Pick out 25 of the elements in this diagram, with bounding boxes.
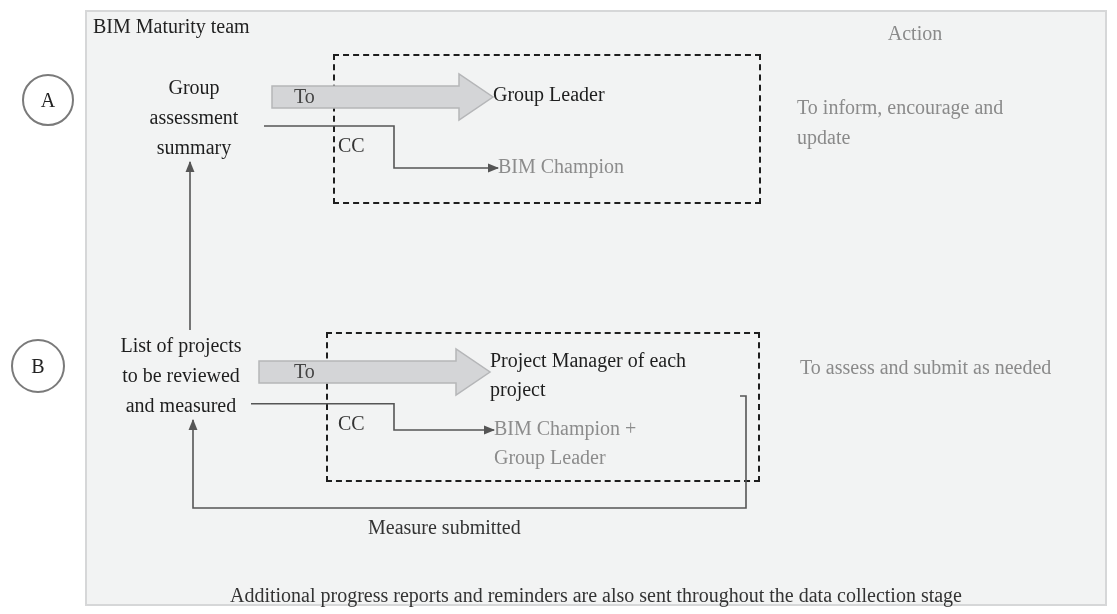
- edge-label: To: [294, 360, 315, 383]
- block-arrow: [271, 72, 495, 122]
- action-text: To inform, encourage and update: [797, 95, 1005, 151]
- connector-arrow: [263, 125, 500, 173]
- recipient-text: Group Leader: [493, 80, 643, 112]
- panel-heading: BIM Maturity team: [93, 15, 250, 38]
- column-heading: Action: [886, 21, 944, 46]
- edge-label: To: [294, 85, 315, 108]
- team-panel: [85, 10, 1107, 606]
- step-text: Group assessment summary: [124, 72, 264, 162]
- step-badge: B: [11, 339, 65, 393]
- step-text: List of projects to be reviewed and measured: [111, 330, 251, 420]
- connector-arrow: [185, 160, 195, 331]
- cc-recipient-text: BIM Champion: [498, 152, 658, 184]
- edge-label: CC: [338, 134, 365, 157]
- cc-recipient-text: BIM Champion + Group Leader: [494, 414, 674, 474]
- edge-label: Measure submitted: [368, 516, 521, 539]
- action-text: To assess and submit as needed: [800, 355, 1053, 380]
- connector-arrow: [188, 395, 747, 509]
- footnote-text: Additional progress reports and reminders are also sent throughout the data collection stage: [229, 583, 963, 609]
- block-arrow: [258, 347, 492, 397]
- recipient-text: Project Manager of each project: [490, 346, 740, 404]
- edge-label: CC: [338, 412, 365, 435]
- connector-arrow: [250, 403, 496, 435]
- step-badge: A: [22, 74, 74, 126]
